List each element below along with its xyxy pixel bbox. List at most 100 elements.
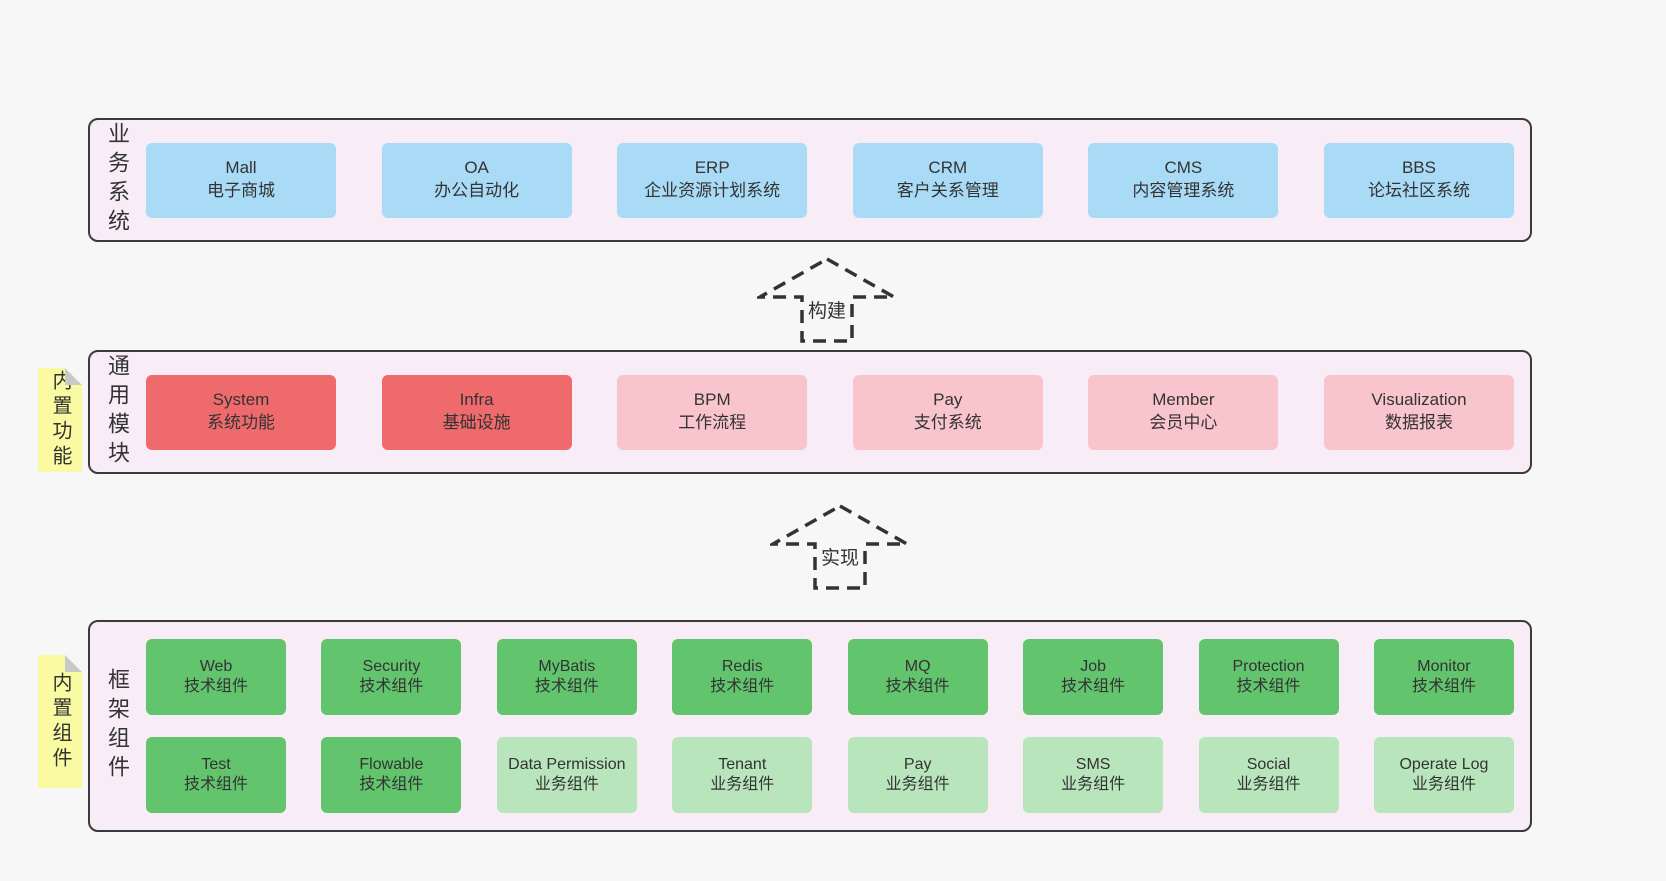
sticky-note-text: 内置功能 xyxy=(49,370,71,470)
box-title: CMS xyxy=(1164,158,1203,178)
box-mall: Mall 电子商城 xyxy=(146,142,336,218)
panel-label-text: 框架组件 xyxy=(105,668,130,784)
box-subtitle: 技术组件 xyxy=(183,776,248,793)
box-oa: OA 办公自动化 xyxy=(381,142,572,218)
up-arrow-icon xyxy=(770,503,910,590)
box-subtitle: 技术组件 xyxy=(1236,678,1301,695)
box-title: Web xyxy=(199,657,233,675)
box-subtitle: 企业资源计划系统 xyxy=(644,181,781,200)
box-title: BPM xyxy=(693,390,731,410)
box-job: Job 技术组件 xyxy=(1023,639,1164,715)
panel-label-framework-components: 框架组件 xyxy=(90,622,144,830)
box-title: Protection xyxy=(1232,657,1305,675)
panel-framework-components: 框架组件 Web 技术组件 Security 技术组件 MyBatis 技术组件… xyxy=(88,620,1532,832)
box-subtitle: 工作流程 xyxy=(678,413,747,432)
framework-components-rows: Web 技术组件 Security 技术组件 MyBatis 技术组件 Redi… xyxy=(144,622,1530,830)
up-arrow-icon xyxy=(757,256,897,343)
framework-row-2: Test 技术组件 Flowable 技术组件 Data Permission … xyxy=(146,737,1514,813)
business-systems-boxes: Mall 电子商城 OA 办公自动化 ERP 企业资源计划系统 CRM 客户关系… xyxy=(144,120,1530,240)
arrow-build-label: 构建 xyxy=(804,296,850,323)
box-crm: CRM 客户关系管理 xyxy=(852,142,1043,218)
box-social: Social 业务组件 xyxy=(1198,737,1339,813)
box-title: Pay xyxy=(903,755,932,773)
box-title: BBS xyxy=(1401,158,1436,178)
box-title: ERP xyxy=(694,158,730,178)
box-subtitle: 基础设施 xyxy=(442,413,511,432)
box-title: CRM xyxy=(928,158,968,178)
box-title: MQ xyxy=(904,657,931,675)
box-title: Mall xyxy=(225,158,257,178)
box-mybatis: MyBatis 技术组件 xyxy=(496,639,637,715)
box-subtitle: 技术组件 xyxy=(359,678,424,695)
box-title: System xyxy=(212,390,270,410)
panel-common-modules: 通用模块 System 系统功能 Infra 基础设施 BPM 工作流程 Pay… xyxy=(88,350,1532,474)
box-subtitle: 业务组件 xyxy=(1236,776,1301,793)
box-pay-module: Pay 支付系统 xyxy=(852,374,1043,450)
box-subtitle: 技术组件 xyxy=(183,678,248,695)
box-test: Test 技术组件 xyxy=(146,737,286,813)
framework-row-1: Web 技术组件 Security 技术组件 MyBatis 技术组件 Redi… xyxy=(146,639,1514,715)
box-visualization: Visualization 数据报表 xyxy=(1323,374,1514,450)
box-title: Test xyxy=(201,755,231,773)
box-bpm: BPM 工作流程 xyxy=(617,374,808,450)
box-subtitle: 系统功能 xyxy=(207,413,275,432)
box-title: Operate Log xyxy=(1399,755,1489,773)
box-title: Social xyxy=(1246,755,1291,773)
box-mq: MQ 技术组件 xyxy=(847,639,988,715)
box-subtitle: 技术组件 xyxy=(1061,678,1126,695)
box-title: Redis xyxy=(721,657,763,675)
arrow-implement: 实现 xyxy=(770,503,910,591)
box-subtitle: 技术组件 xyxy=(359,776,424,793)
box-data-permission: Data Permission 业务组件 xyxy=(496,737,637,813)
box-title: SMS xyxy=(1075,755,1111,773)
box-title: OA xyxy=(464,158,489,178)
box-protection: Protection 技术组件 xyxy=(1198,639,1339,715)
panel-business-systems: 业务系统 Mall 电子商城 OA 办公自动化 ERP 企业资源计划系统 CRM… xyxy=(88,118,1532,242)
box-erp: ERP 企业资源计划系统 xyxy=(617,142,808,218)
box-subtitle: 数据报表 xyxy=(1384,413,1453,432)
box-subtitle: 业务组件 xyxy=(1061,776,1126,793)
box-title: Tenant xyxy=(718,755,767,773)
box-subtitle: 业务组件 xyxy=(710,776,775,793)
sticky-note-builtin-components: 内置组件 xyxy=(38,655,82,788)
box-subtitle: 业务组件 xyxy=(885,776,950,793)
arrow-build: 构建 xyxy=(757,256,897,344)
box-title: Infra xyxy=(459,390,494,410)
box-title: Flowable xyxy=(359,755,424,773)
box-subtitle: 电子商城 xyxy=(207,181,275,200)
box-title: MyBatis xyxy=(538,657,596,675)
box-system: System 系统功能 xyxy=(146,374,336,450)
box-subtitle: 技术组件 xyxy=(1411,678,1476,695)
box-pay-component: Pay 业务组件 xyxy=(847,737,988,813)
box-subtitle: 客户关系管理 xyxy=(896,181,999,200)
box-subtitle: 内容管理系统 xyxy=(1132,181,1235,200)
box-subtitle: 技术组件 xyxy=(534,678,599,695)
box-title: Pay xyxy=(933,390,963,410)
box-infra: Infra 基础设施 xyxy=(381,374,572,450)
box-subtitle: 办公自动化 xyxy=(434,181,520,200)
panel-label-common-modules: 通用模块 xyxy=(90,352,144,472)
panel-label-business-systems: 业务系统 xyxy=(90,120,144,240)
box-title: Monitor xyxy=(1417,657,1471,675)
box-subtitle: 技术组件 xyxy=(885,678,950,695)
panel-label-text: 业务系统 xyxy=(105,122,130,238)
box-title: Data Permission xyxy=(508,755,626,773)
box-web: Web 技术组件 xyxy=(146,639,286,715)
box-title: Job xyxy=(1080,657,1106,675)
box-tenant: Tenant 业务组件 xyxy=(672,737,813,813)
arrow-implement-label: 实现 xyxy=(817,543,863,570)
box-subtitle: 支付系统 xyxy=(913,413,982,432)
box-redis: Redis 技术组件 xyxy=(672,639,813,715)
panel-label-text: 通用模块 xyxy=(105,354,130,470)
box-subtitle: 业务组件 xyxy=(1411,776,1476,793)
box-title: Member xyxy=(1152,390,1215,410)
sticky-note-builtin-functions: 内置功能 xyxy=(38,368,82,472)
box-monitor: Monitor 技术组件 xyxy=(1373,639,1514,715)
box-title: Visualization xyxy=(1371,390,1467,410)
common-modules-boxes: System 系统功能 Infra 基础设施 BPM 工作流程 Pay 支付系统… xyxy=(144,352,1530,472)
box-subtitle: 业务组件 xyxy=(534,776,599,793)
box-sms: SMS 业务组件 xyxy=(1023,737,1164,813)
box-security: Security 技术组件 xyxy=(321,639,462,715)
box-subtitle: 论坛社区系统 xyxy=(1367,181,1470,200)
